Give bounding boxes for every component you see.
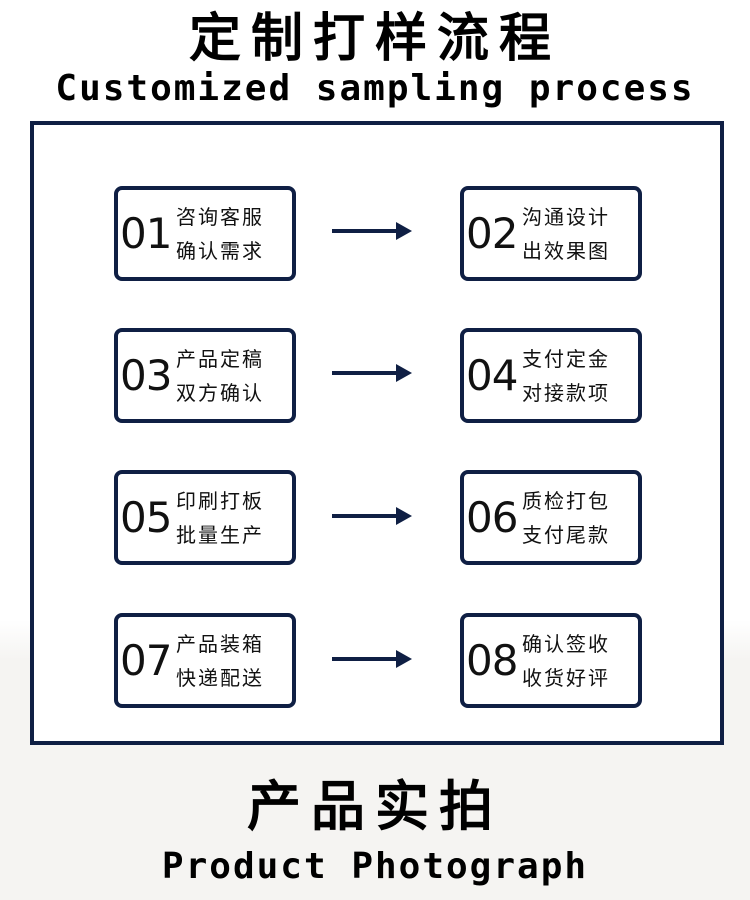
arrow-right-icon [332,222,412,240]
step-number: 01 [120,209,172,258]
step-number: 07 [120,636,172,685]
step-line-2: 双方确认 [176,381,264,405]
step-07-box: 07 产品装箱 快递配送 [114,613,296,708]
step-text: 确认签收 收货好评 [522,627,636,695]
step-text: 产品定稿 双方确认 [176,342,290,410]
step-number: 05 [120,493,172,542]
step-01-box: 01 咨询客服 确认需求 [114,186,296,281]
step-line-2: 出效果图 [522,239,610,263]
step-06-box: 06 质检打包 支付尾款 [460,470,642,565]
step-line-1: 咨询客服 [176,205,264,229]
step-number: 02 [466,209,518,258]
step-08-box: 08 确认签收 收货好评 [460,613,642,708]
section-title-en: Product Photograph [161,846,589,887]
step-number: 04 [466,351,518,400]
arrow-right-icon [332,507,412,525]
step-text: 支付定金 对接款项 [522,342,636,410]
step-05-box: 05 印刷打板 批量生产 [114,470,296,565]
step-line-2: 快递配送 [176,666,264,690]
step-line-2: 收货好评 [522,666,610,690]
step-line-2: 确认需求 [176,239,264,263]
step-text: 产品装箱 快递配送 [176,627,290,695]
page-title-en: Customized sampling process [55,68,695,109]
step-line-1: 产品装箱 [176,632,264,656]
step-line-2: 对接款项 [522,381,610,405]
step-text: 印刷打板 批量生产 [176,484,290,552]
step-number: 06 [466,493,518,542]
step-line-1: 产品定稿 [176,347,264,371]
arrow-right-icon [332,650,412,668]
step-line-1: 沟通设计 [522,205,610,229]
step-line-1: 确认签收 [522,632,610,656]
step-number: 08 [466,636,518,685]
step-line-1: 支付定金 [522,347,610,371]
page-title-cn: 定制打样流程 [188,9,561,69]
step-line-2: 批量生产 [176,523,264,547]
step-03-box: 03 产品定稿 双方确认 [114,328,296,423]
step-text: 咨询客服 确认需求 [176,200,290,268]
step-line-2: 支付尾款 [522,523,610,547]
step-line-1: 质检打包 [522,489,610,513]
step-02-box: 02 沟通设计 出效果图 [460,186,642,281]
arrow-right-icon [332,364,412,382]
step-number: 03 [120,351,172,400]
step-04-box: 04 支付定金 对接款项 [460,328,642,423]
step-text: 沟通设计 出效果图 [522,200,636,268]
section-title-cn: 产品实拍 [247,775,503,838]
step-line-1: 印刷打板 [176,489,264,513]
step-text: 质检打包 支付尾款 [522,484,636,552]
